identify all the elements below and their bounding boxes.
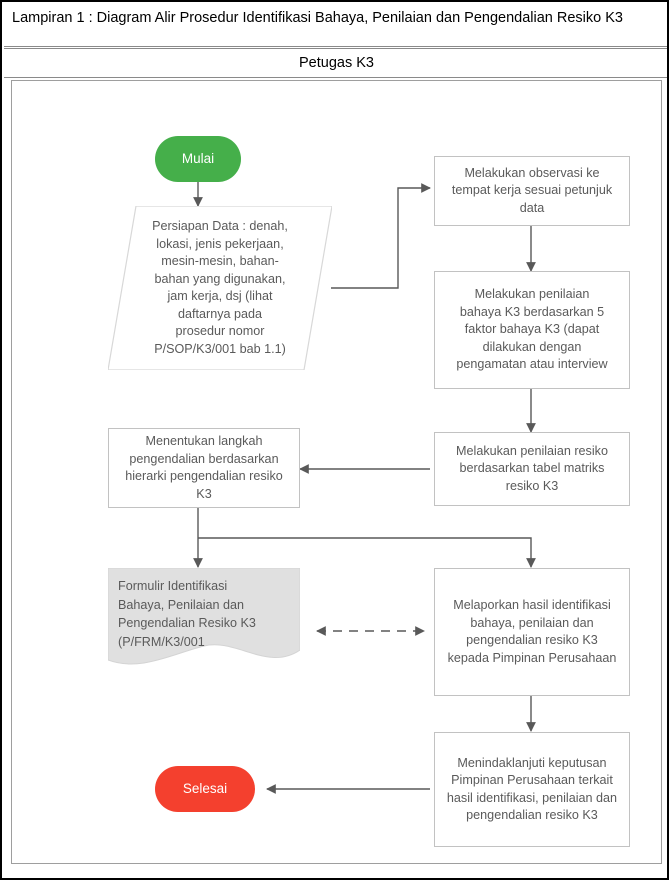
node-formulir-document[interactable]: Formulir Identifikasi Bahaya, Penilaian … (108, 568, 300, 668)
node-menindaklanjuti-label: Menindaklanjuti keputusan Pimpinan Perus… (446, 755, 618, 823)
node-menindaklanjuti[interactable]: Menindaklanjuti keputusan Pimpinan Perus… (434, 732, 630, 847)
node-penilaian-resiko[interactable]: Melakukan penilaian resiko berdasarkan t… (434, 432, 630, 506)
node-observasi[interactable]: Melakukan observasi ke tempat kerja sesu… (434, 156, 630, 226)
node-formulir-line4: (P/FRM/K3/001 (118, 634, 205, 649)
node-end-label: Selesai (182, 781, 228, 797)
node-penilaian-bahaya-text: Melakukan penilaian bahaya K3 berdasarka… (435, 286, 629, 374)
document-shape (108, 568, 300, 665)
node-observasi-label: Melakukan observasi ke tempat kerja sesu… (451, 165, 613, 215)
diagram-canvas: Mulai Persiapan Data : denah, lokasi, je… (11, 80, 662, 864)
node-penilaian-bahaya[interactable]: Melakukan penilaian bahaya K3 berdasarka… (434, 271, 630, 389)
lane-header-label: Petugas K3 (299, 55, 374, 71)
edge-prep-to-observe (331, 183, 431, 289)
edge-control-to-report (198, 537, 536, 568)
node-penilaian-bahaya-line4: dilakukan dengan (482, 339, 582, 354)
node-start-mulai[interactable]: Mulai (155, 136, 241, 182)
node-start-label: Mulai (181, 151, 215, 167)
node-melaporkan-hasil[interactable]: Melaporkan hasil identifikasi bahaya, pe… (434, 568, 630, 696)
node-penilaian-bahaya-line2: bahaya K3 berdasarkan 5 (459, 304, 605, 319)
lane-header-petugas-k3: Petugas K3 (4, 48, 667, 78)
node-end-selesai[interactable]: Selesai (155, 766, 255, 812)
node-formulir-line2: Bahaya, Penilaian dan (118, 597, 245, 612)
node-pengendalian[interactable]: Menentukan langkah pengendalian berdasar… (108, 428, 300, 508)
page-title: Lampiran 1 : Diagram Alir Prosedur Ident… (4, 4, 667, 47)
node-formulir-text: Formulir Identifikasi Bahaya, Penilaian … (108, 568, 300, 651)
node-melaporkan-hasil-label: Melaporkan hasil identifikasi bahaya, pe… (447, 598, 617, 665)
node-formulir-line3: Pengendalian Resiko K3 (118, 616, 256, 630)
node-penilaian-resiko-label: Melakukan penilaian resiko berdasarkan t… (456, 443, 608, 493)
node-penilaian-bahaya-line1: Melakukan penilaian (474, 287, 590, 302)
node-prep-data[interactable]: Persiapan Data : denah, lokasi, jenis pe… (108, 206, 332, 370)
parallelogram-shape (108, 206, 332, 370)
node-penilaian-bahaya-line3: faktor bahaya K3 (dapat (464, 322, 600, 337)
node-penilaian-bahaya-line5: pengamatan atau interview (456, 357, 608, 372)
node-prep-data-label: Persiapan Data : denah, lokasi, jenis pe… (152, 219, 288, 356)
node-pengendalian-label: Menentukan langkah pengendalian berdasar… (125, 434, 283, 501)
node-formulir-line1: Formulir Identifikasi (118, 579, 228, 593)
